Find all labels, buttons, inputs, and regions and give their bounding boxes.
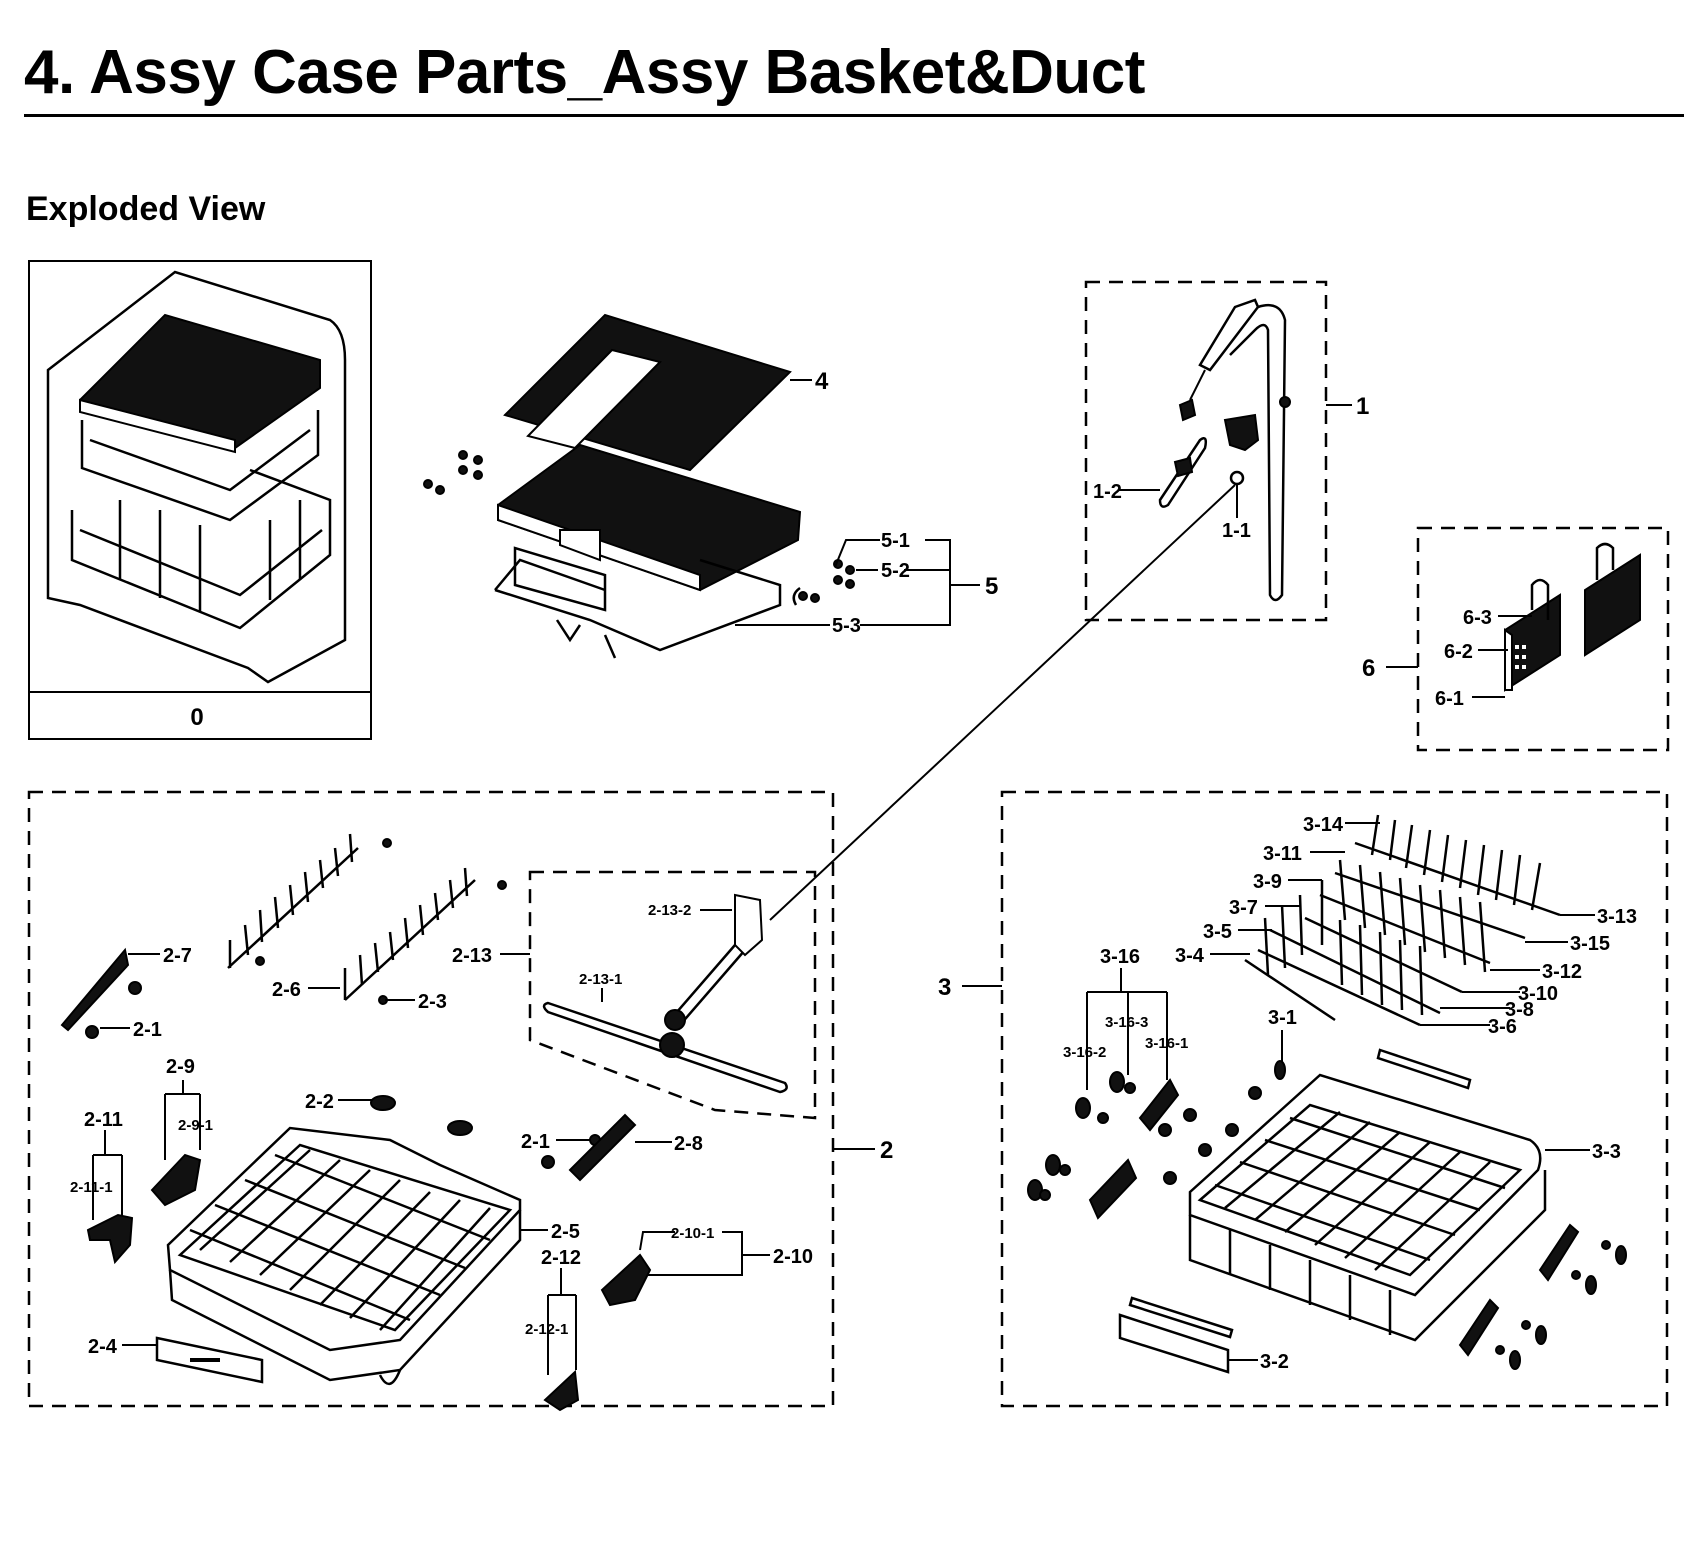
part-label-6-1[interactable]: 6-1 — [1435, 688, 1464, 710]
part-label-3-16-1[interactable]: 3-16-1 — [1145, 1035, 1188, 1052]
part-label-3-2[interactable]: 3-2 — [1260, 1351, 1289, 1373]
lower-rack-basket[interactable] — [1188, 1073, 1547, 1342]
part-label-3-14[interactable]: 3-14 — [1303, 814, 1344, 836]
part-label-3-5[interactable]: 3-5 — [1203, 921, 1232, 943]
part-label-3-10[interactable]: 3-10 — [1518, 983, 1558, 1005]
part-group-2: 2-7 2-1 2-6 2-3 2-13 2-13-1 2-13-2 2-9 2… — [27, 790, 893, 1412]
part-group-3: 3 3-14 3-11 3-9 3-7 3-5 3-4 3-13 3-15 3-… — [938, 790, 1669, 1408]
part-label-3-16-3[interactable]: 3-16-3 — [1105, 1014, 1148, 1031]
part-label-5-1[interactable]: 5-1 — [881, 530, 910, 552]
part-label-3-12[interactable]: 3-12 — [1542, 961, 1582, 983]
part-label-2-9-1[interactable]: 2-9-1 — [178, 1117, 213, 1134]
part-label-4[interactable]: 4 — [815, 368, 829, 395]
upper-rack-basket[interactable] — [166, 1126, 522, 1385]
part-label-2-13-1[interactable]: 2-13-1 — [579, 971, 622, 988]
part-label-6-3[interactable]: 6-3 — [1463, 607, 1492, 629]
overview-label: 0 — [190, 704, 203, 731]
part-label-3-6[interactable]: 3-6 — [1488, 1016, 1517, 1038]
part-label-2[interactable]: 2 — [880, 1137, 893, 1164]
part-label-2-1-left[interactable]: 2-1 — [133, 1019, 162, 1041]
part-label-5-3[interactable]: 5-3 — [832, 615, 861, 637]
part-label-2-1-right[interactable]: 2-1 — [521, 1131, 550, 1153]
part-label-2-8[interactable]: 2-8 — [674, 1133, 703, 1155]
part-label-6-2[interactable]: 6-2 — [1444, 641, 1473, 663]
part-label-3-13[interactable]: 3-13 — [1597, 906, 1637, 928]
part-label-3-15[interactable]: 3-15 — [1570, 933, 1610, 955]
part-label-2-12-1[interactable]: 2-12-1 — [525, 1321, 568, 1338]
part-label-3-8[interactable]: 3-8 — [1505, 999, 1534, 1021]
part-group-6: 6-3 6-2 6-1 6 — [1362, 526, 1670, 752]
part-label-3-1[interactable]: 3-1 — [1268, 1007, 1297, 1029]
part-label-2-2[interactable]: 2-2 — [305, 1091, 334, 1113]
part-label-1-2[interactable]: 1-2 — [1093, 481, 1122, 503]
connection-line-1-to-2-13-2 — [769, 484, 1236, 921]
section-subtitle: Exploded View — [26, 190, 266, 228]
part-label-2-7[interactable]: 2-7 — [163, 945, 192, 967]
part-label-2-11-1[interactable]: 2-11-1 — [70, 1179, 113, 1196]
part-label-6[interactable]: 6 — [1362, 655, 1375, 682]
tray-lid[interactable] — [503, 313, 792, 472]
part-label-5-2[interactable]: 5-2 — [881, 560, 910, 582]
part-label-3-11[interactable]: 3-11 — [1263, 843, 1302, 865]
part-label-5[interactable]: 5 — [985, 573, 998, 600]
part-label-3-16-2[interactable]: 3-16-2 — [1063, 1044, 1106, 1061]
part-label-2-5[interactable]: 2-5 — [551, 1221, 580, 1243]
part-label-2-13[interactable]: 2-13 — [452, 945, 492, 967]
part-label-2-3[interactable]: 2-3 — [418, 991, 447, 1013]
part-label-2-11[interactable]: 2-11 — [84, 1109, 123, 1131]
part-group-1: 1-2 1-1 1 — [769, 280, 1369, 921]
part-group-4-5: 4 5-1 5-2 5-3 5 — [423, 313, 998, 659]
part-label-3-4[interactable]: 3-4 — [1175, 945, 1205, 967]
part-label-2-10[interactable]: 2-10 — [773, 1246, 813, 1268]
part-label-2-9[interactable]: 2-9 — [166, 1056, 195, 1078]
part-label-3-16[interactable]: 3-16 — [1100, 946, 1140, 968]
part-label-2-6[interactable]: 2-6 — [272, 979, 301, 1001]
title-underline — [24, 114, 1684, 117]
part-label-3-3[interactable]: 3-3 — [1592, 1141, 1621, 1163]
part-label-3-7[interactable]: 3-7 — [1229, 897, 1258, 919]
part-label-1[interactable]: 1 — [1356, 393, 1369, 420]
part-label-2-13-2[interactable]: 2-13-2 — [648, 902, 691, 919]
page-title: 4. Assy Case Parts_Assy Basket&Duct — [24, 38, 1145, 107]
part-label-2-10-1[interactable]: 2-10-1 — [671, 1225, 714, 1242]
part-label-1-1[interactable]: 1-1 — [1222, 520, 1251, 542]
overview-box[interactable]: 0 — [28, 260, 372, 740]
part-label-3-9[interactable]: 3-9 — [1253, 871, 1282, 893]
part-label-2-4[interactable]: 2-4 — [88, 1336, 118, 1358]
part-label-2-12[interactable]: 2-12 — [541, 1247, 581, 1269]
part-label-3[interactable]: 3 — [938, 974, 951, 1001]
